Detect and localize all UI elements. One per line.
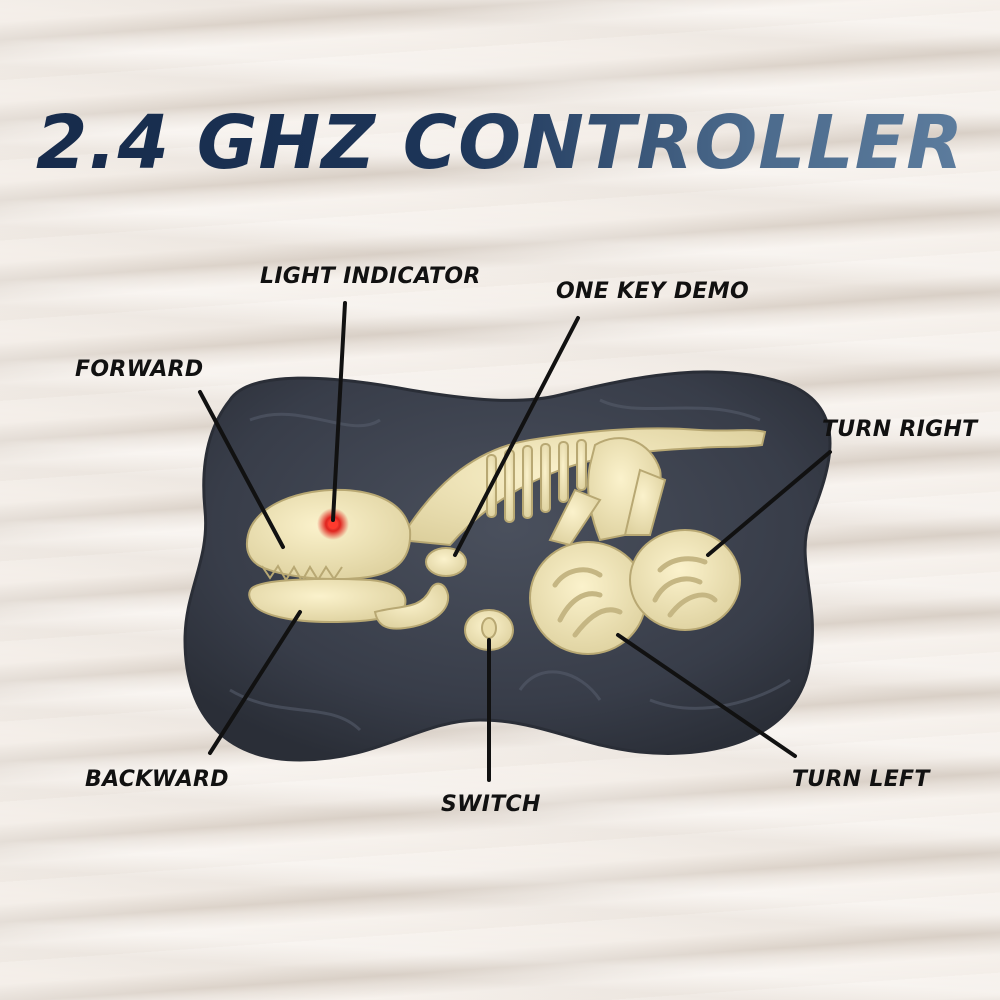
stone-texture	[229, 398, 791, 732]
one-key-demo-button[interactable]	[425, 547, 467, 577]
switch-nub	[481, 617, 497, 639]
controller-body	[183, 370, 832, 762]
callout-lines	[198, 301, 832, 782]
turn-right-button[interactable]	[629, 529, 741, 631]
label-switch: SWITCH	[441, 792, 541, 817]
label-forward: FORWARD	[75, 357, 204, 382]
label-turn-right: TURN RIGHT	[822, 417, 978, 442]
skeleton-body	[398, 427, 767, 547]
light-indicator-led	[328, 519, 338, 529]
arm-bone	[373, 582, 450, 630]
label-turn-left: TURN LEFT	[792, 767, 930, 792]
label-light-indicator: LIGHT INDICATOR	[260, 264, 481, 289]
label-backward: BACKWARD	[85, 767, 229, 792]
turn-left-button[interactable]	[529, 541, 647, 655]
page-title: 2.4 GHZ CONTROLLER	[0, 100, 1000, 186]
label-one-key-demo: ONE KEY DEMO	[556, 279, 749, 304]
